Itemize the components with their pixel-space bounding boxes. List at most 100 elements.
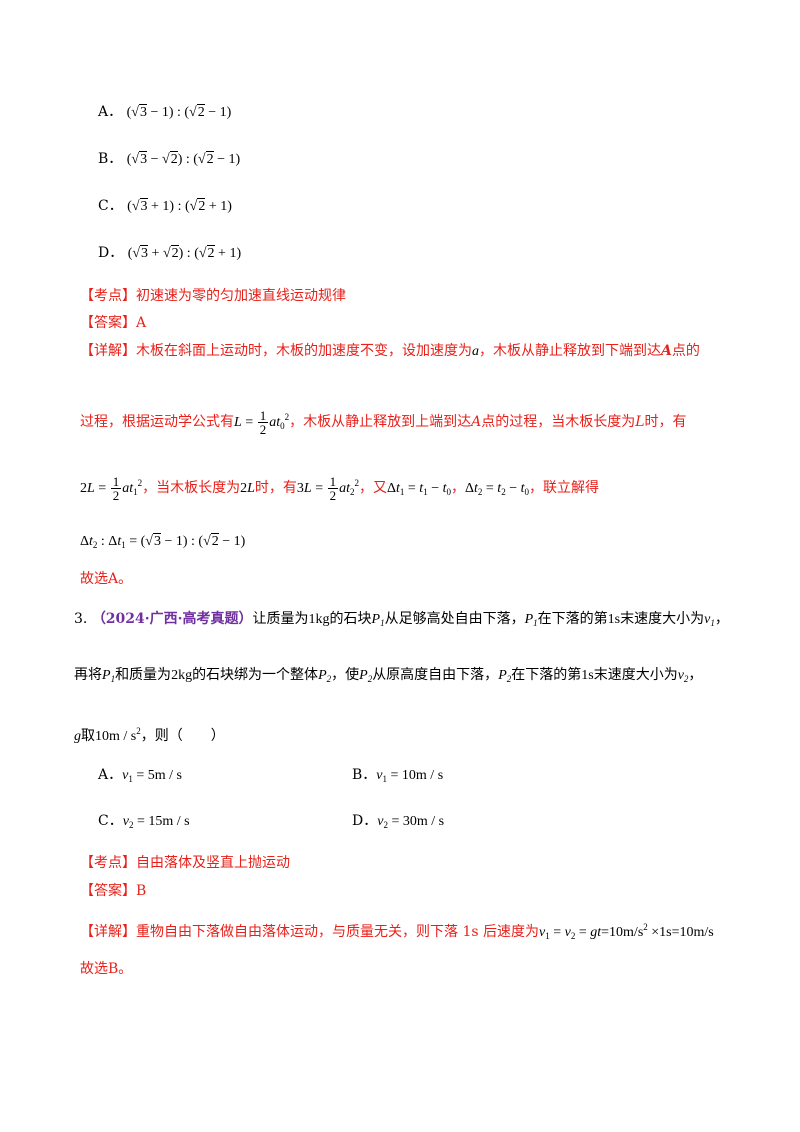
q2-kaodian: 【考点】初速速为零的匀加速直线运动规律 [80,287,346,305]
question-text: 让质量为 [252,611,309,627]
p2: P2 [318,668,332,684]
detail-text: 点的 [671,343,700,359]
answer-tag: 【答案】 [80,315,136,331]
option-c: C． (√3 + 1) : (√2 + 1) [98,197,232,216]
v2: v2 [677,668,689,684]
formula-dt2: Δt2 = t2 − t0 [464,481,529,497]
question-text: 从足够高处自由下落， [384,611,525,627]
q3-option-a: A．v1 = 5m / s [98,766,182,788]
detail-text: ，当木板长度为 [142,480,241,496]
point-a: A [661,343,672,359]
question-text: 的石块 [329,611,372,627]
detail-text: 木板在斜面上运动时，木板的加速度不变，设加速度为 [136,343,472,359]
answer-text: A [136,315,147,331]
detail-text: ，联立解得 [528,480,599,496]
kaodian-text: 初速速为零的匀加速直线运动规律 [136,288,346,304]
q2-result-formula: Δt2 : Δt1 = (√3 − 1) : (√2 − 1) [80,532,245,554]
g: g [74,729,81,744]
question-text: 的石块绑为一个整体 [192,667,319,683]
option-label: D． [98,245,124,261]
p2: P2 [498,668,512,684]
question-text: 末速度大小为 [593,667,678,683]
time-1s: 1s [581,668,594,683]
p2: P2 [359,668,373,684]
detail-text: ， [450,480,465,496]
detail-text: ，木板从静止释放到下端到达 [479,343,661,359]
mass-1kg: 1kg [308,612,330,627]
q3-line3: g取10m / s2，则（ ） [74,722,225,746]
v1: v1 [704,612,715,628]
detail-text: 点的过程，当木板长度为 [481,414,636,430]
p1: P1 [371,612,385,628]
option-expr: v2 = 30m / s [377,814,445,830]
option-expr: v1 = 10m / s [376,768,444,784]
math-a: a [472,344,479,359]
question-text: ，则（ ） [140,728,225,744]
option-expr: (√3 + √2) : (√2 + 1) [127,245,242,261]
option-label: D． [352,813,378,829]
detail-text: ，又 [358,480,387,496]
question-text: 在下落的第 [511,667,582,683]
question-text: 从原高度自由下落， [372,667,499,683]
option-expr: (√3 − 1) : (√2 − 1) [126,104,232,120]
option-expr: (√3 + 1) : (√2 + 1) [127,198,232,214]
option-label: A． [98,767,123,783]
q3-answer: 【答案】B [80,882,146,900]
option-expr: v1 = 5m / s [122,768,182,784]
detail-text: 过程，根据运动学公式有 [80,414,234,430]
q3-kaodian: 【考点】自由落体及竖直上抛运动 [80,854,290,872]
length-2l: 2L [240,481,255,496]
q3-detail: 【详解】重物自由下落做自由落体运动，与质量无关，则下落 1s 后速度为v1 = … [80,918,714,945]
kaodian-tag: 【考点】 [80,288,136,304]
length-l: L [635,414,645,430]
answer-tag: 【答案】 [80,883,136,899]
mass-2kg: 2kg [171,668,193,683]
detail-text: 重物自由下落做自由落体运动，与质量无关，则下落 1s 后速度为 [136,924,539,940]
question-text: 和质量为 [115,667,172,683]
result-expr: Δt2 : Δt1 = (√3 − 1) : (√2 − 1) [80,533,246,550]
question-text: 取 [81,728,95,744]
q3-option-b: B．v1 = 10m / s [352,766,443,788]
p1: P1 [524,612,538,628]
option-b: B． (√3 − √2) : (√2 − 1) [98,150,240,169]
formula-dt1: Δt1 = t1 − t0 [386,481,451,497]
option-expr: (√3 − √2) : (√2 − 1) [126,151,241,167]
detail-text: 时，有 [644,414,687,430]
question-text: ，使 [331,667,360,683]
q3-line2: 再将P1和质量为2kg的石块绑为一个整体P2，使P2从原高度自由下落，P2在下落… [74,667,703,684]
detail-text: 时，有 [254,480,297,496]
q3-option-d: D．v2 = 30m / s [352,812,444,834]
question-text: 在下落的第 [537,611,608,627]
option-a: A． (√3 − 1) : (√2 − 1) [98,103,231,122]
option-label: A． [98,104,123,120]
option-label: C． [98,813,123,829]
q3-line1: 3. （2024·广西·高考真题）让质量为1kg的石块P1从足够高处自由下落，P… [74,611,729,628]
option-label: B． [98,151,123,167]
p1: P1 [102,668,116,684]
question-text: 末速度大小为 [620,611,705,627]
kaodian-tag: 【考点】 [80,855,136,871]
q3-conclusion: 故选B。 [80,961,133,977]
detail-text: ，木板从静止释放到上端到达 [289,414,472,430]
g-value: 10m / s2 [95,726,141,744]
option-d: D． (√3 + √2) : (√2 + 1) [98,244,241,263]
point-a: A [471,414,482,430]
option-label: B． [352,767,377,783]
option-expr: v2 = 15m / s [122,814,190,830]
answer-text: B [136,883,147,899]
question-number: 3. [74,611,88,627]
q2-answer: 【答案】A [80,314,146,332]
detail-tag: 【详解】 [80,343,136,359]
question-text: 再将 [74,667,102,683]
q3-option-c: C．v2 = 15m / s [98,812,190,834]
kaodian-text: 自由落体及竖直上抛运动 [136,855,290,871]
detail-expr: v1 = v2 = gt=10m/s2 ×1s=10m/s [539,922,714,941]
q2-conclusion: 故选A。 [80,571,133,587]
question-source: （2024·广西·高考真题） [91,611,253,627]
option-label: C． [98,198,123,214]
